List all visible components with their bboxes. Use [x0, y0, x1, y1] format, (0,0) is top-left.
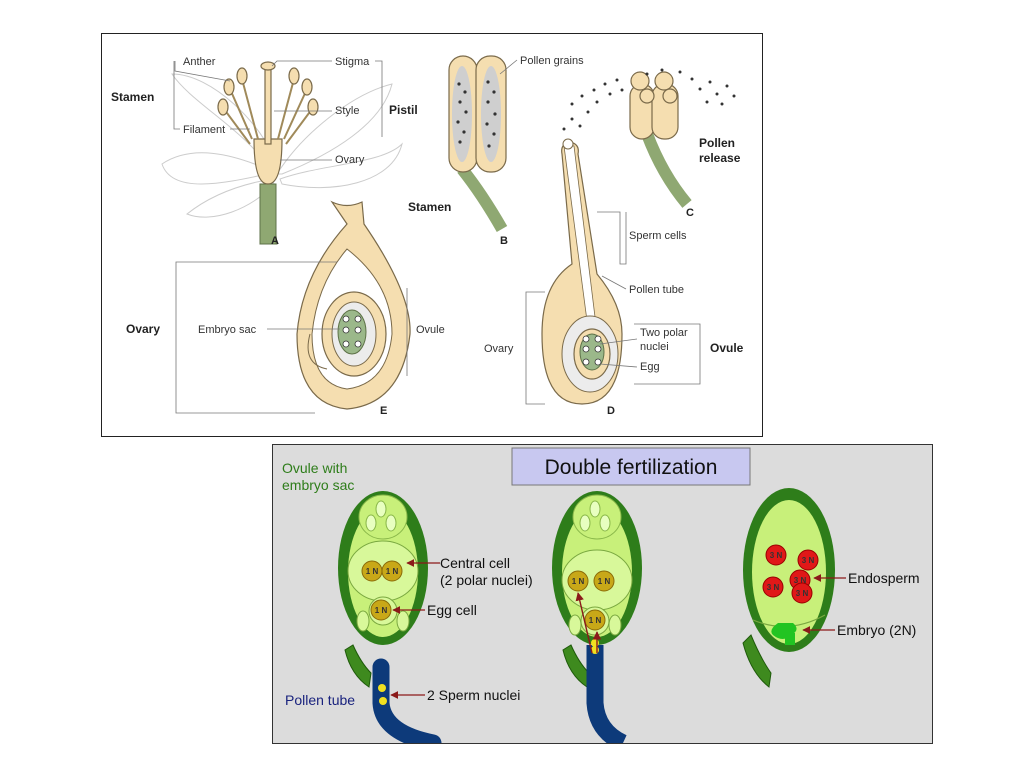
- two-polar-label-2: nuclei: [640, 341, 669, 353]
- egg-label: Egg: [640, 361, 660, 373]
- polar-nucleus: [381, 560, 403, 582]
- flower-labels: Anther Stigma Stamen Pistil Style Filame…: [111, 56, 418, 247]
- ovule-with-label-2: embryo sac: [282, 477, 354, 493]
- ovule-2: 1 N 1 N 1 N: [552, 491, 642, 688]
- filament-label: Filament: [183, 124, 225, 136]
- svg-text:1 N: 1 N: [386, 567, 399, 576]
- svg-text:3 N: 3 N: [767, 583, 780, 592]
- figure-a-letter: A: [271, 235, 279, 247]
- two-polar-label-1: Two polar: [640, 327, 688, 339]
- pollen-release-labels: Pollen release C: [686, 136, 741, 219]
- egg-cell-label: Egg cell: [427, 602, 477, 618]
- figure-c-letter: C: [686, 207, 694, 219]
- pollen-release-label-2: release: [699, 151, 741, 165]
- sperm-cells-label: Sperm cells: [629, 230, 687, 242]
- double-fertilization-diagram: Double fertilization 1 N 1 N 1 N Ovule w…: [282, 447, 920, 752]
- svg-text:1 N: 1 N: [589, 616, 602, 625]
- ovule-with-label-1: Ovule with: [282, 460, 347, 476]
- stamen-illustration: [448, 55, 508, 232]
- stamen-b-label: Stamen: [408, 200, 451, 214]
- pollen-cloud: [562, 68, 736, 131]
- stamen-label: Stamen: [111, 90, 154, 104]
- flower-illustration: [161, 61, 403, 245]
- title-box: [511, 447, 751, 486]
- ovary-cross-section-illustration: [296, 200, 411, 410]
- svg-text:3 N: 3 N: [802, 556, 815, 565]
- stamen-labels: Pollen grains Stamen B: [408, 55, 584, 247]
- figure-b-letter: B: [500, 235, 508, 247]
- double-fertilization-panel: Double fertilization 1 N 1 N 1 N Ovule w…: [272, 444, 933, 752]
- diagram-title: Double fertilization: [545, 456, 718, 479]
- ovule-1-labels: Ovule with embryo sac Central cell (2 po…: [282, 460, 533, 708]
- style-label: Style: [335, 105, 359, 117]
- ovule-3-labels: Endosperm Embryo (2N): [802, 570, 920, 638]
- ovary-d-label: Ovary: [484, 343, 514, 355]
- sperm-nuclei-label: 2 Sperm nuclei: [427, 687, 520, 703]
- ovary-left-label: Ovary: [126, 322, 160, 336]
- stigma-label: Stigma: [335, 56, 370, 68]
- ovary-label: Ovary: [335, 154, 365, 166]
- pollen-release-label-1: Pollen: [699, 136, 735, 150]
- pollen-tube-ovule-illustration: [541, 138, 623, 405]
- ovule-e-label: Ovule: [416, 324, 445, 336]
- ovule-3: 3 N 3 N 3 N 3 N 3 N: [742, 488, 835, 688]
- anther-label: Anther: [183, 56, 216, 68]
- pollen-release-illustration: [562, 68, 736, 208]
- embryo-sac-nuclei-d: [582, 335, 602, 366]
- pistil-label: Pistil: [389, 103, 418, 117]
- svg-text:3 N: 3 N: [794, 576, 807, 585]
- svg-text:1 N: 1 N: [572, 577, 585, 586]
- ovary-cross-section-labels: Ovary Embryo sac Ovule E: [126, 261, 445, 417]
- pollen-dots: [456, 80, 497, 148]
- svg-text:3 N: 3 N: [796, 589, 809, 598]
- svg-text:3 N: 3 N: [770, 551, 783, 560]
- figure-d-letter: D: [607, 405, 615, 417]
- pollen-grains-label: Pollen grains: [520, 55, 584, 67]
- polar-nucleus: [593, 570, 615, 592]
- svg-text:1 N: 1 N: [375, 606, 388, 615]
- central-cell-label-1: Central cell: [440, 555, 510, 571]
- polar-nucleus: [567, 570, 589, 592]
- central-cell-label-2: (2 polar nuclei): [440, 572, 533, 588]
- embryo-label: Embryo (2N): [837, 622, 916, 638]
- ovule-d-label: Ovule: [710, 341, 744, 355]
- egg-nucleus: [370, 599, 392, 621]
- pollen-tube-2: [575, 592, 627, 751]
- pollen-tube-ovule-labels: Sperm cells Pollen tube Ovary Two polar …: [484, 211, 744, 417]
- pollen-tube-label: Pollen tube: [629, 284, 684, 296]
- flower-anatomy-panel: Anther Stigma Stamen Pistil Style Filame…: [101, 33, 763, 437]
- svg-text:1 N: 1 N: [366, 567, 379, 576]
- flower-anatomy-diagram: Anther Stigma Stamen Pistil Style Filame…: [111, 55, 744, 417]
- pollen-tube-1: [372, 658, 442, 752]
- embryo-sac-nuclei-e: [342, 315, 362, 348]
- svg-text:1 N: 1 N: [598, 577, 611, 586]
- embryo-sac-label: Embryo sac: [198, 324, 257, 336]
- figure-e-letter: E: [380, 405, 387, 417]
- endosperm-label: Endosperm: [848, 570, 920, 586]
- pollen-tube-label: Pollen tube: [285, 692, 355, 708]
- ovule-1: 1 N 1 N 1 N: [338, 491, 428, 688]
